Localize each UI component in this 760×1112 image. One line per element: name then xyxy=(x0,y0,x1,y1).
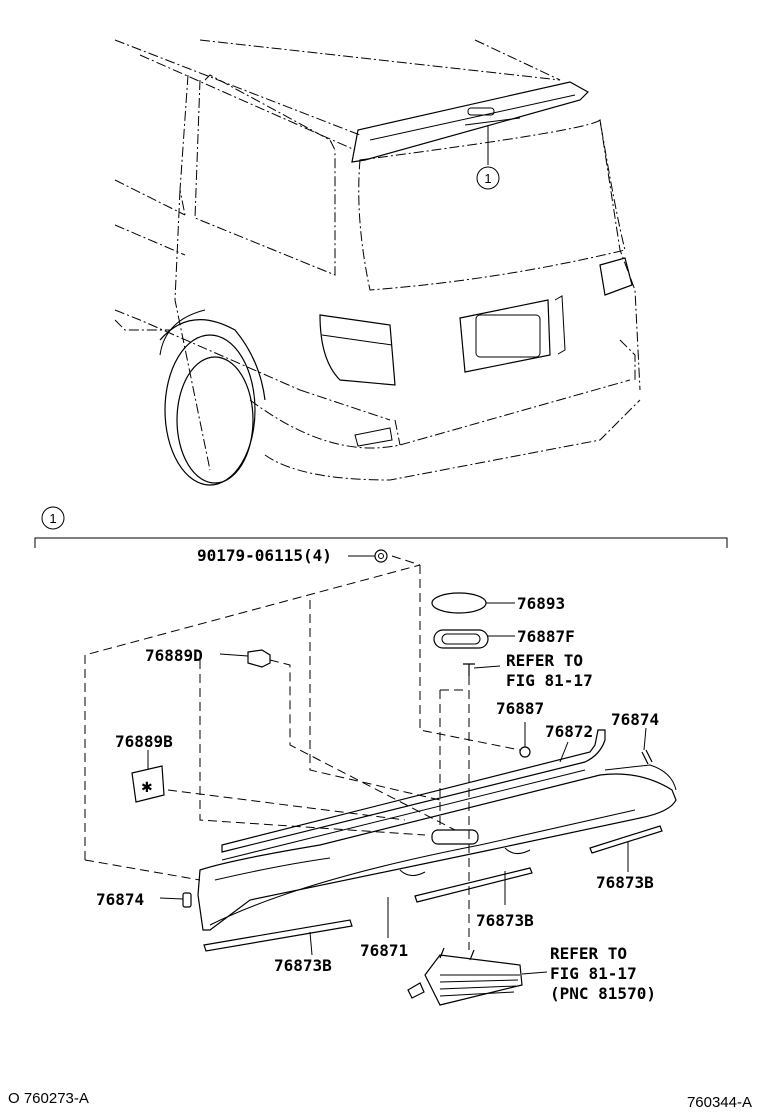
label-76887: 76887 xyxy=(496,699,544,718)
label-76889b: 76889B xyxy=(115,732,173,751)
label-76893: 76893 xyxy=(517,594,565,613)
pad-mark-icon: ✱ xyxy=(141,780,153,796)
label-76873b-left: 76873B xyxy=(274,956,332,975)
label-76887f: 76887F xyxy=(517,627,575,646)
footer-code-right: 760344-A xyxy=(687,1094,752,1111)
label-76872: 76872 xyxy=(545,722,593,741)
label-76873b-right: 76873B xyxy=(596,873,654,892)
exploded-parts: ✱ xyxy=(84,549,677,1006)
label-90179-06115: 90179-06115(4) xyxy=(197,546,332,565)
vehicle-illustration: 1 xyxy=(114,39,641,486)
label-76874-left: 76874 xyxy=(96,890,144,909)
ref1-line2: FIG 81-17 xyxy=(506,671,593,690)
label-76889d: 76889D xyxy=(145,646,203,665)
ref2-line2: FIG 81-17 xyxy=(550,964,637,983)
part-labels: 90179-06115(4) 76893 76887F 76889D 76889… xyxy=(96,546,659,1003)
callout-number: 1 xyxy=(484,171,491,186)
ref2-line3: (PNC 81570) xyxy=(550,984,656,1003)
footer-code-left: O 760273-A xyxy=(8,1090,89,1107)
label-76874-right: 76874 xyxy=(611,710,659,729)
ref2-line1: REFER TO xyxy=(550,944,627,963)
section-bracket: 1 xyxy=(34,506,728,548)
label-76871: 76871 xyxy=(360,941,408,960)
section-number: 1 xyxy=(49,511,56,526)
ref1-line1: REFER TO xyxy=(506,651,583,670)
callout-circle xyxy=(476,166,500,190)
label-76873b-center: 76873B xyxy=(476,911,534,930)
